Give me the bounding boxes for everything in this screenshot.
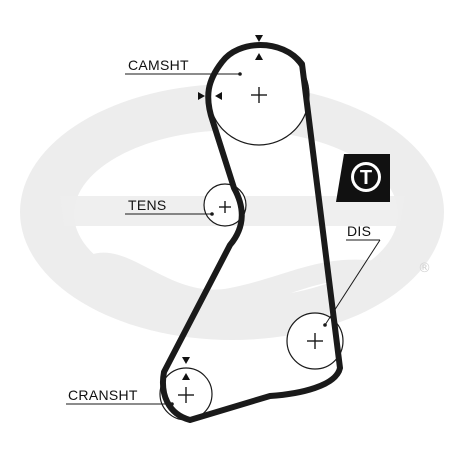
distributor-leader-dot	[323, 323, 327, 327]
crankshaft-timing-mark-bottom	[182, 373, 190, 380]
crankshaft-label: CRANSHT	[68, 387, 138, 403]
tensioner-badge: T	[336, 154, 390, 202]
tensioner-badge-letter: T	[360, 167, 372, 189]
registered-mark: ®	[418, 261, 431, 276]
timing-belt	[160, 42, 343, 423]
camshaft-timing-mark-inner	[255, 53, 263, 60]
tensioner-center-mark	[219, 201, 231, 213]
crankshaft-center-mark	[178, 387, 194, 403]
camshaft-label: CAMSHT	[128, 57, 189, 73]
camshaft-leader-dot	[238, 72, 242, 76]
distributor-center-mark	[307, 333, 323, 349]
crankshaft-leader-dot	[170, 402, 174, 406]
camshaft-timing-mark-left	[198, 92, 205, 100]
camshaft-center-mark	[251, 87, 267, 103]
camshaft-timing-mark-top	[255, 35, 263, 42]
tensioner-leader-dot	[210, 212, 214, 216]
tensioner-label: TENS	[128, 197, 167, 213]
crankshaft-timing-mark-top	[182, 357, 190, 364]
camshaft-timing-mark-right	[215, 92, 222, 100]
distributor-leader-line-diag	[324, 239, 381, 326]
distributor-label: DIS	[347, 223, 371, 239]
